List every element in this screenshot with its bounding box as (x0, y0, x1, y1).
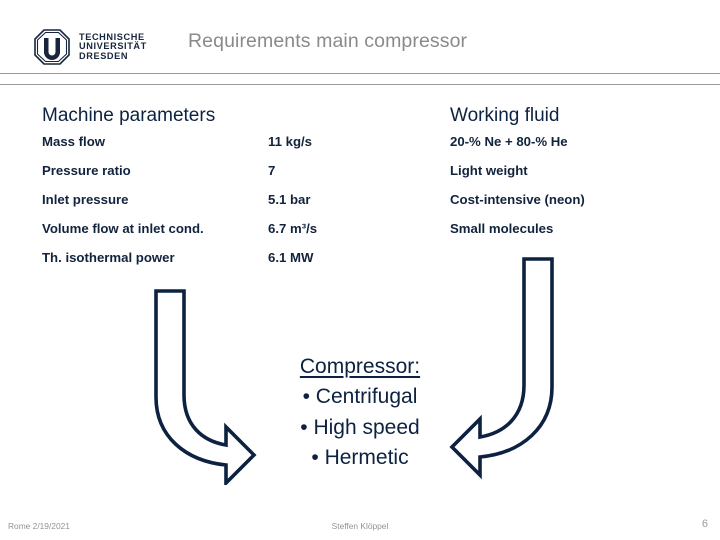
list-item: Small molecules (450, 221, 554, 236)
table-row: Inlet pressure 5.1 bar (42, 192, 342, 221)
table-row: Mass flow 11 kg/s (42, 134, 342, 163)
tud-logo-line-2: UNIVERSITÄT (79, 41, 147, 52)
param-value: 6.1 MW (268, 250, 314, 265)
table-row: Pressure ratio 7 (42, 163, 342, 192)
param-value: 5.1 bar (268, 192, 311, 207)
list-item: Light weight (450, 163, 528, 178)
param-label: Th. isothermal power (42, 250, 175, 265)
footer-author: Steffen Klöppel (331, 521, 389, 531)
tud-logo-line-3: DRESDEN (79, 50, 129, 61)
callout-bullet: • Hermetic (311, 446, 409, 470)
footer-location-date: Rome 2/19/2021 (8, 521, 70, 531)
param-label: Pressure ratio (42, 163, 131, 178)
callout-bullet: • High speed (300, 415, 420, 439)
bent-arrow-down-right-icon (130, 275, 260, 490)
page-title: Requirements main compressor (188, 30, 468, 52)
working-fluid-heading: Working fluid (450, 105, 560, 126)
tud-dresden-logo: TECHNISCHE UNIVERSITÄT DRESDEN (33, 28, 183, 66)
callout-bullet: • Centrifugal (302, 385, 418, 409)
param-value: 11 kg/s (268, 134, 312, 149)
param-label: Mass flow (42, 134, 106, 149)
slide-footer: Rome 2/19/2021 Steffen Klöppel 6 (0, 518, 720, 540)
table-row: Th. isothermal power 6.1 MW (42, 250, 342, 279)
working-fluid-list: 20-% Ne + 80-% He Light weight Cost-inte… (450, 134, 700, 250)
tud-logo-line-1: TECHNISCHE (79, 31, 145, 42)
param-label: Inlet pressure (42, 192, 129, 207)
page-number: 6 (701, 518, 708, 530)
param-value: 7 (268, 163, 276, 178)
header-divider-top (0, 73, 720, 74)
tud-octagon-emblem-icon (33, 28, 71, 66)
param-value: 6.7 m³/s (268, 221, 318, 236)
compressor-callout: Compressor: • Centrifugal • High speed •… (230, 352, 490, 474)
bent-arrow-down-left-icon (440, 245, 580, 490)
slide-header: TECHNISCHE UNIVERSITÄT DRESDEN Requireme… (0, 0, 720, 86)
table-row: Volume flow at inlet cond. 6.7 m³/s (42, 221, 342, 250)
machine-parameters-table: Mass flow 11 kg/s Pressure ratio 7 Inlet… (42, 134, 342, 279)
param-label: Volume flow at inlet cond. (42, 221, 204, 236)
machine-parameters-heading: Machine parameters (42, 105, 216, 126)
list-item: Cost-intensive (neon) (450, 192, 585, 207)
list-item: 20-% Ne + 80-% He (450, 134, 568, 149)
tud-logo-wordmark: TECHNISCHE UNIVERSITÄT DRESDEN (79, 31, 147, 62)
header-divider-bottom (0, 84, 720, 85)
callout-title: Compressor: (299, 355, 421, 378)
